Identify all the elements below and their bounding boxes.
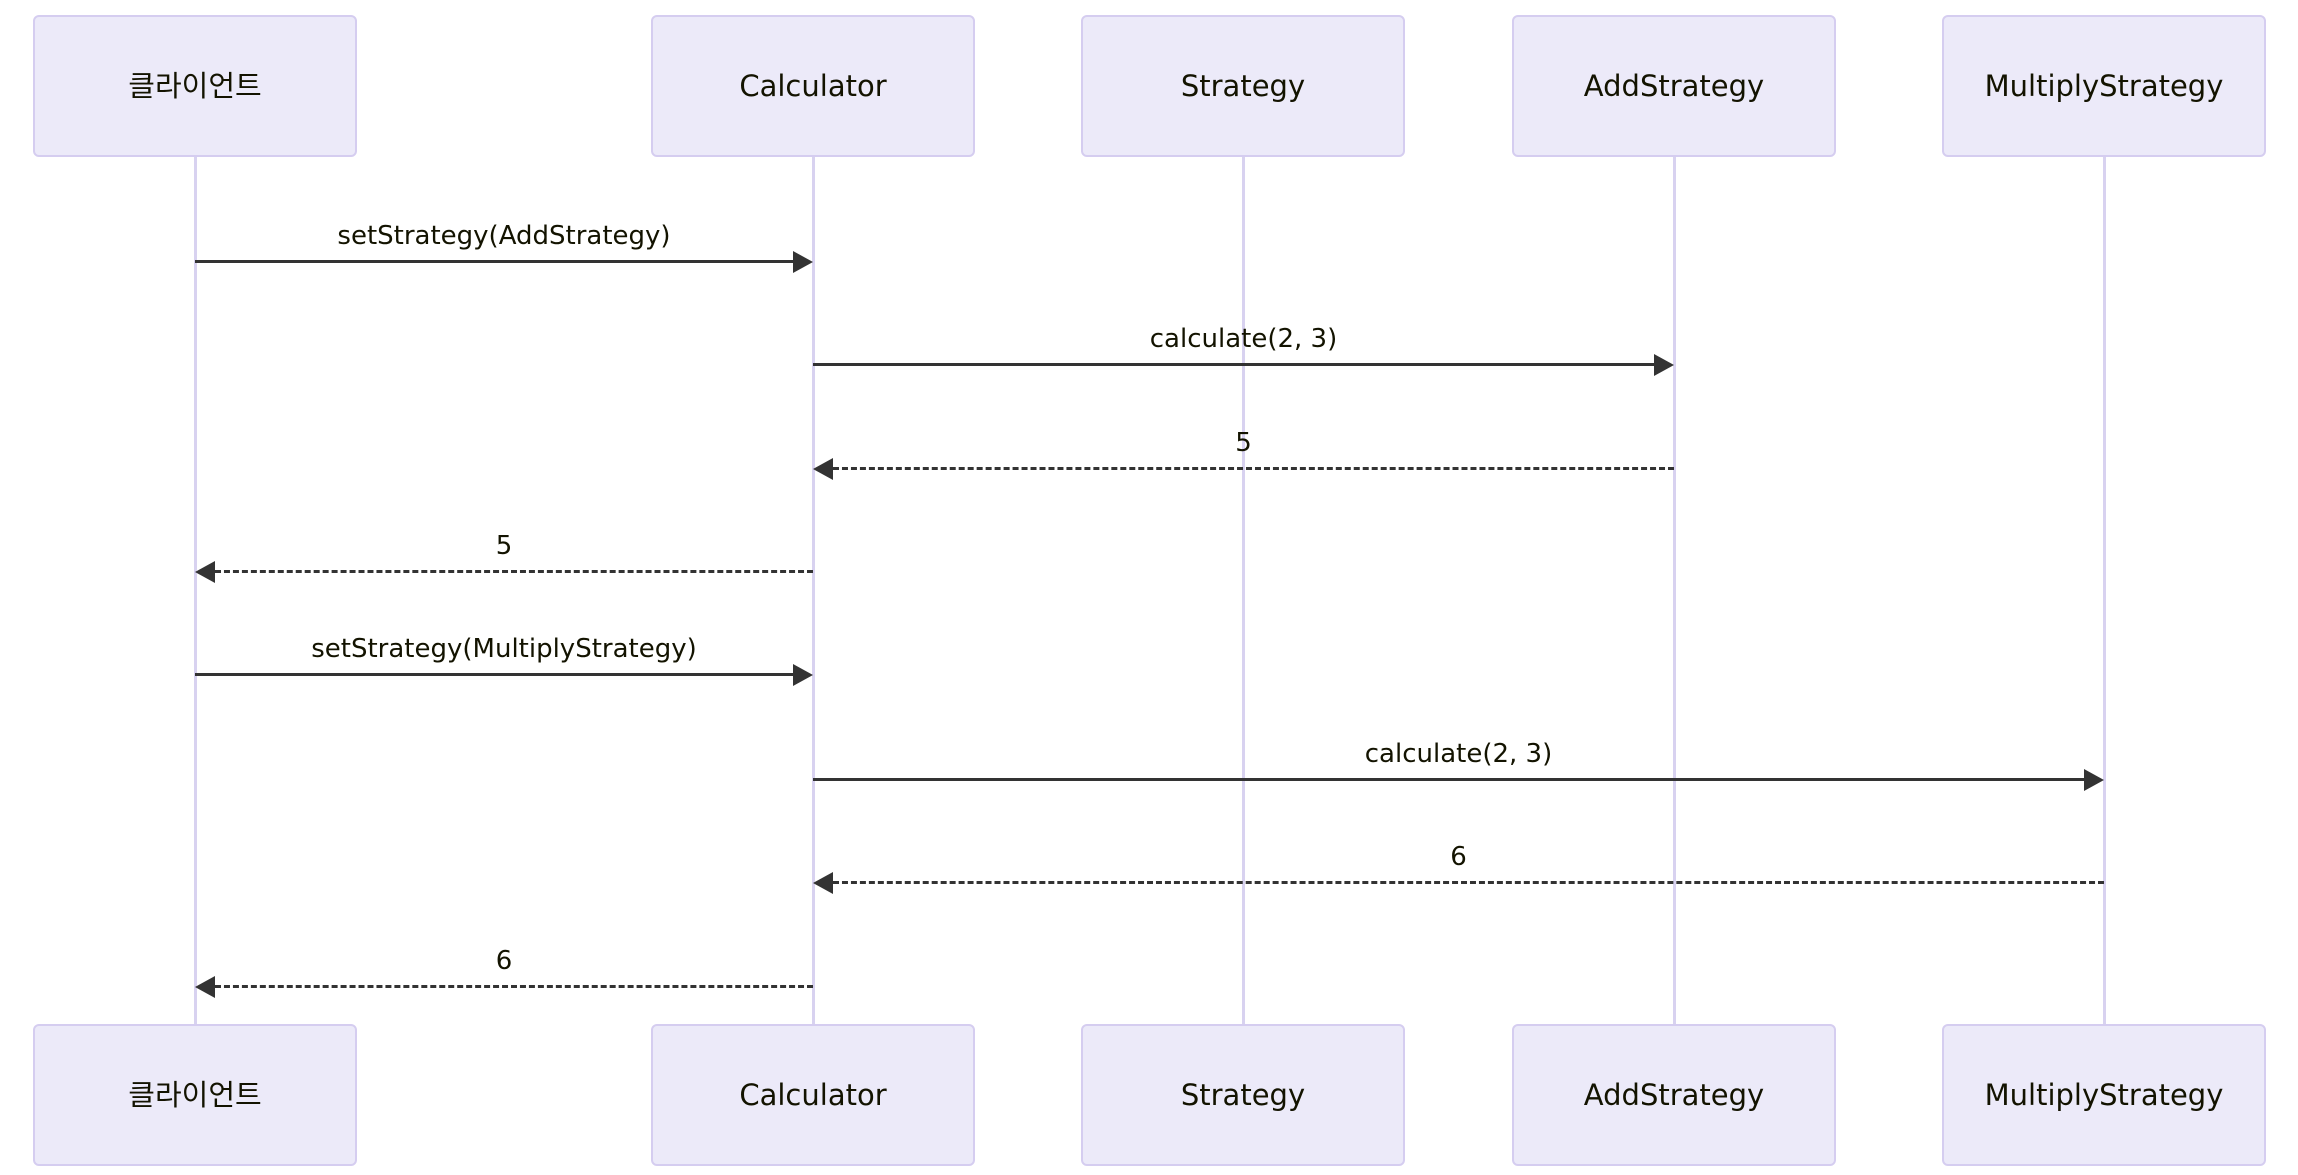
- message-label-7: 6: [495, 946, 513, 976]
- message-arrowhead-1: [1654, 354, 1674, 376]
- participant-box-add-bottom[interactable]: AddStrategy: [1512, 1024, 1836, 1166]
- message-line-3: [215, 570, 813, 573]
- message-line-4: [195, 673, 793, 676]
- message-label-5: calculate(2, 3): [1364, 739, 1553, 769]
- lifeline-add: [1673, 157, 1676, 1024]
- message-arrowhead-4: [793, 664, 813, 686]
- message-arrowhead-0: [793, 251, 813, 273]
- message-label-6: 6: [1450, 842, 1467, 872]
- participant-label-multiply: MultiplyStrategy: [1984, 68, 2224, 103]
- lifeline-client: [194, 157, 197, 1024]
- participant-box-calc-bottom[interactable]: Calculator: [651, 1024, 975, 1166]
- participant-label-add: AddStrategy: [1583, 1077, 1765, 1112]
- message-arrowhead-2: [813, 458, 833, 480]
- message-line-6: [833, 881, 2104, 884]
- message-label-2: 5: [1235, 428, 1252, 458]
- participant-label-add: AddStrategy: [1583, 68, 1765, 103]
- participant-box-multiply-top[interactable]: MultiplyStrategy: [1942, 15, 2266, 157]
- message-line-5: [813, 778, 2084, 781]
- participant-box-add-top[interactable]: AddStrategy: [1512, 15, 1836, 157]
- message-arrowhead-6: [813, 872, 833, 894]
- participant-label-strategy: Strategy: [1180, 68, 1306, 103]
- participant-label-calc: Calculator: [739, 1077, 887, 1112]
- message-label-3: 5: [495, 531, 513, 561]
- participant-box-client-bottom[interactable]: 클라이언트: [33, 1024, 357, 1166]
- participant-label-client: 클라이언트: [128, 68, 262, 103]
- lifeline-multiply: [2103, 157, 2106, 1024]
- participant-box-calc-top[interactable]: Calculator: [651, 15, 975, 157]
- message-label-1: calculate(2, 3): [1149, 324, 1338, 354]
- participant-box-strategy-bottom[interactable]: Strategy: [1081, 1024, 1405, 1166]
- participant-label-calc: Calculator: [739, 68, 887, 103]
- message-label-0: setStrategy(AddStrategy): [337, 221, 671, 251]
- message-line-7: [215, 985, 813, 988]
- participant-box-strategy-top[interactable]: Strategy: [1081, 15, 1405, 157]
- message-arrowhead-7: [195, 976, 215, 998]
- message-line-1: [813, 363, 1654, 366]
- message-arrowhead-3: [195, 561, 215, 583]
- message-label-4: setStrategy(MultiplyStrategy): [311, 634, 697, 664]
- message-arrowhead-5: [2084, 769, 2104, 791]
- message-line-0: [195, 260, 793, 263]
- participant-label-multiply: MultiplyStrategy: [1984, 1077, 2224, 1112]
- participant-label-strategy: Strategy: [1180, 1077, 1306, 1112]
- participant-box-multiply-bottom[interactable]: MultiplyStrategy: [1942, 1024, 2266, 1166]
- lifeline-calc: [812, 157, 815, 1024]
- lifeline-strategy: [1242, 157, 1245, 1024]
- message-line-2: [833, 467, 1674, 470]
- participant-label-client: 클라이언트: [128, 1077, 262, 1112]
- participant-box-client-top[interactable]: 클라이언트: [33, 15, 357, 157]
